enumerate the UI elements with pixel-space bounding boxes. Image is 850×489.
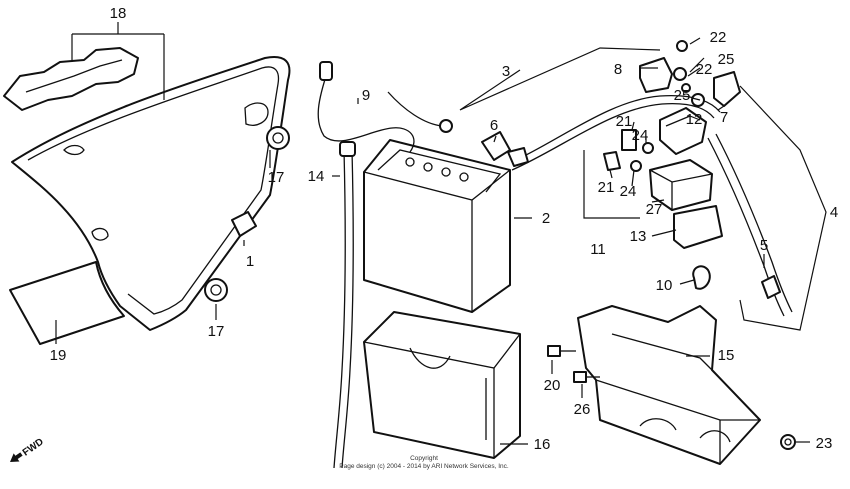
bolt-21-upper: [621, 129, 637, 151]
side-cover-panel: [9, 261, 125, 345]
label-5: 5: [760, 237, 768, 254]
label-15: 15: [718, 347, 735, 364]
bolt-26: [573, 371, 600, 383]
terminal-cover-7: [713, 71, 741, 107]
starter-cable: [707, 133, 793, 317]
label-24-lower: 24: [620, 183, 637, 200]
label-6: 6: [490, 117, 498, 134]
fwd-arrow-icon: [10, 452, 23, 462]
battery-cable: [317, 61, 453, 153]
label-20: 20: [544, 377, 561, 394]
label-9: 9: [362, 87, 370, 104]
grommet-upper: [266, 126, 290, 150]
label-17-upper: 17: [268, 169, 285, 186]
bolt-21-lower: [603, 151, 621, 171]
washer-24-lower: [630, 160, 642, 172]
grommet-lower: [204, 278, 228, 302]
fwd-indicator: FWD: [10, 436, 46, 462]
label-26: 26: [574, 401, 591, 418]
side-cover-pad: [3, 47, 139, 111]
label-25-top: 25: [718, 51, 735, 68]
label-17-lower: 17: [208, 323, 225, 340]
cable-clamp: [761, 275, 781, 299]
label-22-top: 22: [710, 29, 727, 46]
label-22-mid: 22: [696, 61, 713, 78]
label-8: 8: [614, 61, 622, 78]
starter-relay: [649, 159, 713, 211]
label-4: 4: [830, 204, 838, 221]
nut-23: [780, 434, 796, 450]
battery: [363, 139, 511, 313]
terminal-cap: [639, 57, 673, 93]
label-16: 16: [534, 436, 551, 453]
label-19: 19: [50, 347, 67, 364]
label-24-upper: 24: [632, 127, 649, 144]
label-2: 2: [542, 210, 550, 227]
battery-tray: [577, 305, 761, 465]
label-21-lower: 21: [598, 179, 615, 196]
wire-clip: [692, 265, 711, 290]
label-10: 10: [656, 277, 673, 294]
copyright: Copyright Page design (c) 2004 - 2014 by…: [339, 455, 509, 470]
fwd-label: FWD: [21, 436, 46, 458]
label-25-mid: 25: [674, 87, 691, 104]
leader-lines: [55, 22, 827, 445]
label-23: 23: [816, 435, 833, 452]
fuse-holder: [481, 131, 529, 167]
label-12: 12: [686, 111, 703, 128]
copyright-line-2: Page design (c) 2004 - 2014 by ARI Netwo…: [339, 463, 509, 470]
battery-box: [363, 311, 521, 459]
nut-top: [676, 40, 688, 52]
label-11: 11: [590, 241, 606, 258]
relay-rubber: [673, 205, 723, 249]
label-13: 13: [630, 228, 647, 245]
washer-top: [673, 67, 691, 93]
label-1: 1: [246, 253, 254, 270]
bolt-20: [547, 345, 576, 357]
copyright-line-1: Copyright: [410, 455, 438, 462]
label-27: 27: [646, 201, 663, 218]
label-14: 14: [308, 168, 325, 185]
side-cover: [11, 56, 291, 331]
cushion: [231, 211, 257, 237]
label-3: 3: [502, 63, 510, 80]
callout-labels: 18 9 3 8 22 25 22 25 7 6 12 21 24 21 24 …: [50, 5, 839, 453]
washer-24-upper: [642, 142, 654, 154]
label-18: 18: [110, 5, 127, 22]
relay-bracket: [659, 107, 707, 155]
label-7: 7: [720, 109, 728, 126]
label-21-upper: 21: [616, 113, 633, 130]
breather-tube: [333, 141, 356, 469]
